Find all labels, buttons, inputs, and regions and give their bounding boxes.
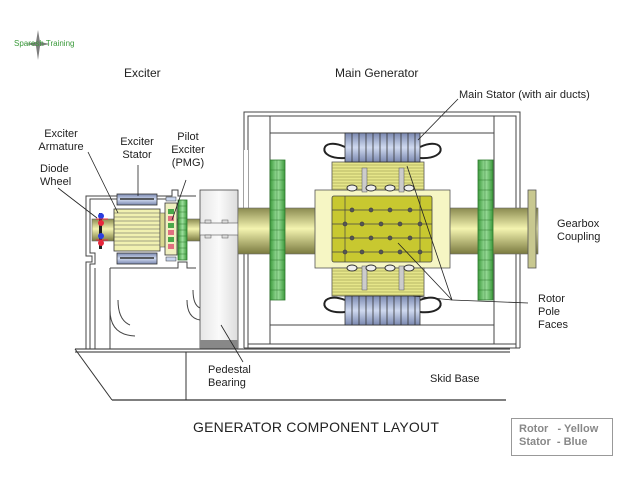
bolt (346, 264, 358, 272)
core-rivet (368, 235, 374, 241)
core-rivet (342, 221, 348, 227)
label-line: Stator (122, 149, 152, 161)
pedestal-bearing (199, 189, 239, 349)
label-diode-wheel: Diode Wheel (40, 163, 71, 189)
label-main-stator: Main Stator (with air ducts) (459, 89, 590, 101)
label-line: Faces (538, 319, 568, 331)
core-rivet (342, 249, 348, 255)
brand-text: Sparesh Training (14, 39, 75, 48)
skid-base (74, 348, 510, 401)
bolt (365, 264, 377, 272)
label-line: Exciter (120, 136, 154, 148)
label-rotor-pole-faces: Rotor Pole Faces (538, 293, 568, 332)
sparkle-icon (26, 30, 50, 60)
core-rivet (378, 249, 384, 255)
core-rivet (349, 235, 355, 241)
core-rivet (397, 221, 403, 227)
core-rivet (407, 235, 413, 241)
label-pilot-exciter: Pilot Exciter (PMG) (164, 131, 212, 170)
bolt (403, 184, 415, 192)
core-rivet (378, 221, 384, 227)
bolt (346, 184, 358, 192)
bolt (365, 184, 377, 192)
rotor-pole-top (331, 161, 425, 193)
label-exciter-armature: Exciter Armature (33, 128, 89, 154)
label-line: Armature (38, 141, 84, 153)
label-line: Gearbox (557, 218, 600, 230)
label-line: Pilot (177, 131, 199, 143)
leader-lines (57, 98, 529, 363)
color-legend: Rotor - Yellow Stator - Blue (511, 418, 613, 456)
bolt (403, 264, 415, 272)
main-stator-top (323, 132, 442, 163)
label-line: Diode (40, 163, 69, 175)
core-rivet (359, 221, 365, 227)
core-rivet (387, 207, 393, 213)
core-rivet (368, 207, 374, 213)
fan-right (477, 159, 494, 301)
exciter-stator (116, 193, 158, 265)
legend-stator: Stator - Blue (519, 436, 588, 448)
bolt (384, 264, 396, 272)
label-line: Rotor (538, 293, 565, 305)
label-line: Exciter (171, 144, 205, 156)
legend-rotor: Rotor - Yellow (519, 423, 599, 435)
header-exciter: Exciter (124, 66, 161, 80)
label-pedestal-bearing: Pedestal Bearing (208, 364, 251, 390)
diagram-title: GENERATOR COMPONENT LAYOUT (193, 419, 440, 435)
label-skid-base: Skid Base (430, 373, 480, 385)
exciter-housing (85, 189, 201, 349)
pilot-exciter-pmg (164, 196, 188, 262)
core-rivet (387, 235, 393, 241)
bolt (384, 184, 396, 192)
gearbox-coupling (527, 189, 537, 269)
fan-left (269, 159, 286, 301)
rotor-bolts (346, 184, 415, 272)
header-main-generator: Main Generator (335, 66, 419, 80)
label-line: Pedestal (208, 364, 251, 376)
core-rivet (349, 207, 355, 213)
rotor-pole-bottom (331, 265, 425, 297)
label-line: Pole (538, 306, 561, 318)
core-rivet (407, 207, 413, 213)
label-line: (PMG) (171, 157, 205, 169)
exciter-armature (113, 208, 167, 252)
main-stator-bottom (323, 295, 442, 326)
core-rivet (359, 249, 365, 255)
diode-wheel (96, 213, 108, 249)
label-line: Exciter (44, 128, 78, 140)
rotor-core (331, 195, 433, 263)
label-line: Coupling (557, 231, 601, 243)
core-rivet (417, 221, 423, 227)
label-line: Bearing (208, 377, 246, 389)
label-gearbox-coupling: Gearbox Coupling (557, 218, 600, 244)
label-line: Wheel (40, 176, 72, 188)
core-rivet (397, 249, 403, 255)
core-rivet (417, 249, 423, 255)
label-exciter-stator: Exciter Stator (112, 136, 162, 162)
